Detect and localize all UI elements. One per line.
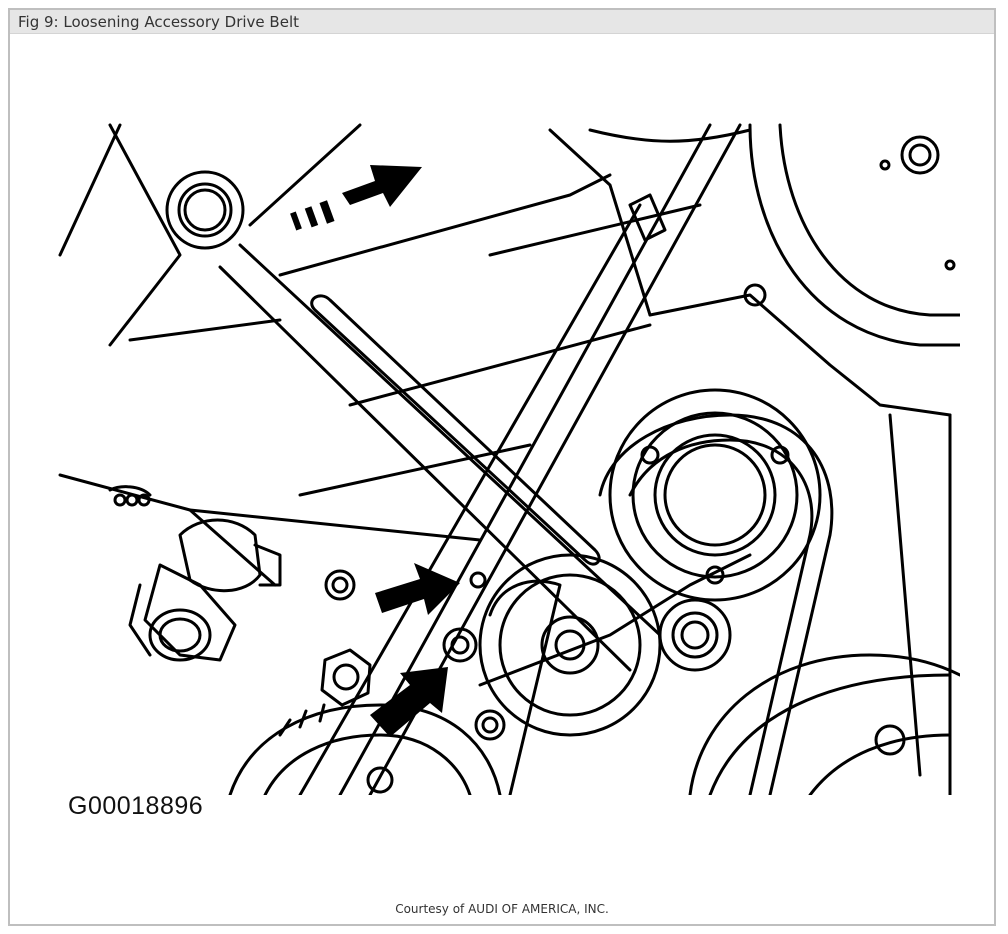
image-credit: Courtesy of AUDI OF AMERICA, INC.	[395, 902, 609, 916]
pulley-icon	[478, 553, 662, 737]
pointer-arrow-icon	[370, 563, 460, 737]
pulley-icon	[688, 653, 960, 795]
figure-id-label: G00018896	[68, 792, 204, 820]
figure-frame: Fig 9: Loosening Accessory Drive Belt	[8, 8, 996, 926]
bolt-icon	[320, 193, 667, 741]
pulley-icon	[608, 388, 822, 602]
direction-arrow-icon	[290, 165, 422, 231]
belt-diagram	[50, 115, 960, 795]
wrench-icon	[165, 170, 732, 672]
figure-title: Fig 9: Loosening Accessory Drive Belt	[10, 10, 994, 34]
pulley-icon	[743, 123, 960, 347]
socket-icon	[108, 485, 282, 662]
pulley-icon	[228, 703, 502, 795]
